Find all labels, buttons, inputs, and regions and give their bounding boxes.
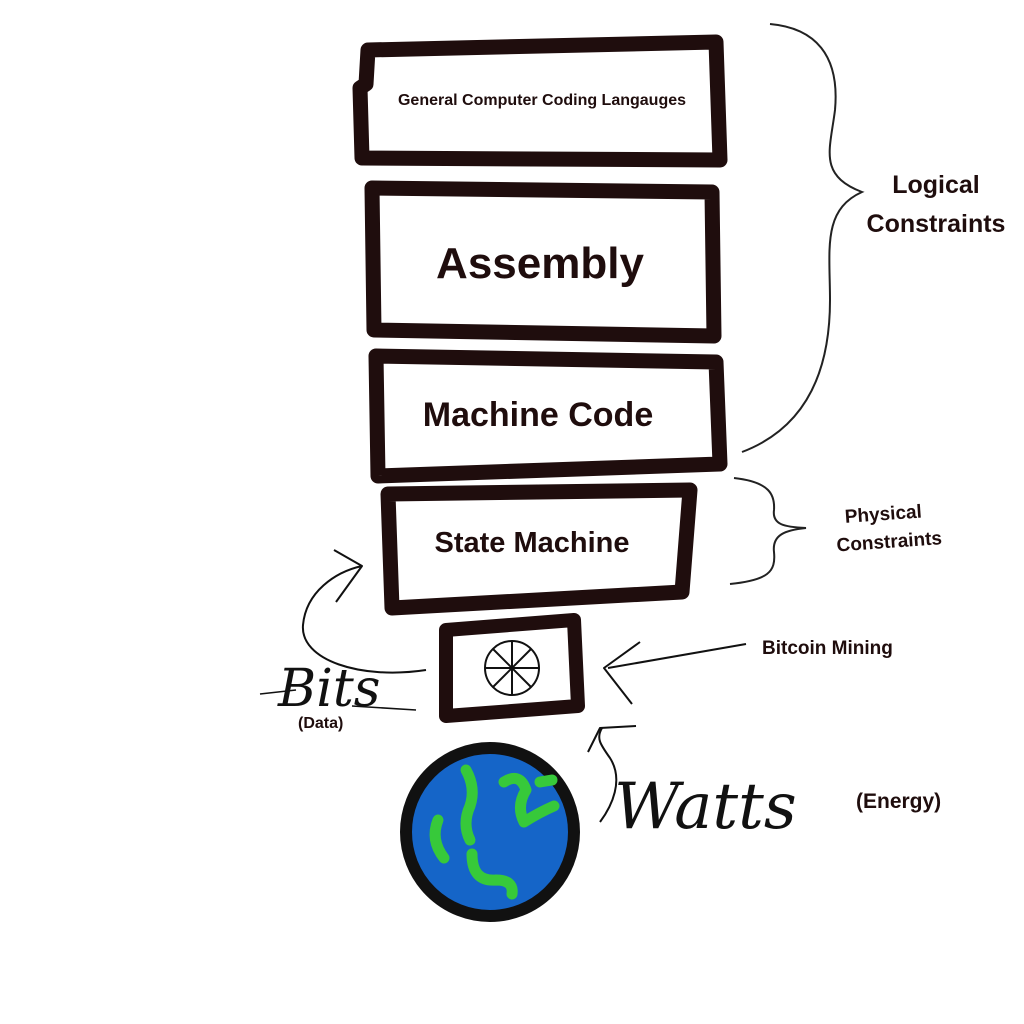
layer-assembly-label: Assembly (436, 239, 644, 288)
bits-label: Bits (277, 659, 380, 719)
layer-state-machine-label: State Machine (435, 527, 630, 559)
layer-state-machine-box (380, 482, 698, 616)
mining-chip (439, 613, 585, 723)
layer-assembly: Assembly (364, 180, 722, 344)
bits-data-arrow: Bits (Data) (259, 549, 427, 732)
layer-languages-label: General Computer Coding Langauges (398, 92, 686, 109)
layer-machine-code-box (368, 348, 728, 484)
physical-constraints-label-1: Physical (844, 501, 922, 527)
layer-machine-code: Machine Code (368, 348, 728, 484)
fan-icon (484, 640, 540, 696)
layer-state-machine: State Machine (380, 482, 698, 616)
physical-constraints-brace: Physical Constraints (729, 477, 943, 585)
energy-label: (Energy) (856, 790, 941, 813)
logical-constraints-label-2: Constraints (867, 210, 1006, 238)
physical-brace-curve (729, 477, 807, 585)
data-label: (Data) (298, 715, 343, 732)
earth-icon (400, 742, 580, 922)
layer-assembly-box (364, 180, 722, 344)
bitcoin-mining-label: Bitcoin Mining (762, 638, 893, 659)
physical-constraints-label-2: Constraints (836, 528, 943, 556)
layer-languages-box (352, 34, 728, 168)
layer-machine-code-label: Machine Code (423, 396, 653, 434)
logical-constraints-brace: Logical Constraints (741, 23, 1006, 453)
watts-label: Watts (614, 770, 797, 844)
logical-brace-curve (741, 23, 865, 453)
watts-energy-arrow: Watts (Energy) (587, 725, 941, 844)
bitcoin-mining-arrow: Bitcoin Mining (603, 638, 893, 705)
logical-constraints-label-1: Logical (892, 171, 980, 199)
layer-languages: General Computer Coding Langauges (352, 34, 728, 168)
